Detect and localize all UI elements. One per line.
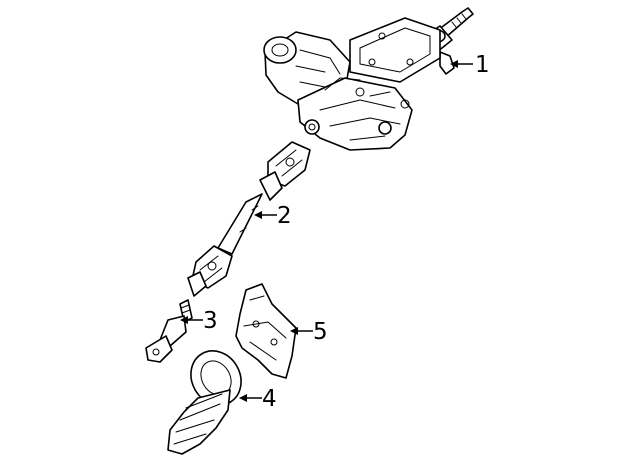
callout-2-label: 2: [277, 203, 292, 229]
callout-3: 3: [180, 308, 218, 334]
intermediate-shaft: [187, 141, 311, 297]
callout-2: 2: [254, 203, 292, 229]
steering-column-assembly: [263, 7, 474, 151]
column-boot-cover: [167, 350, 242, 455]
callout-4-label: 4: [262, 386, 277, 412]
callout-5: 5: [290, 319, 328, 345]
callout-4: 4: [239, 386, 277, 412]
column-bracket-shield: [235, 283, 297, 379]
callout-1: 1: [450, 52, 490, 78]
lower-yoke: [145, 299, 193, 363]
callout-5-label: 5: [313, 319, 328, 345]
callout-3-label: 3: [203, 308, 218, 334]
callout-1-label: 1: [475, 52, 490, 78]
